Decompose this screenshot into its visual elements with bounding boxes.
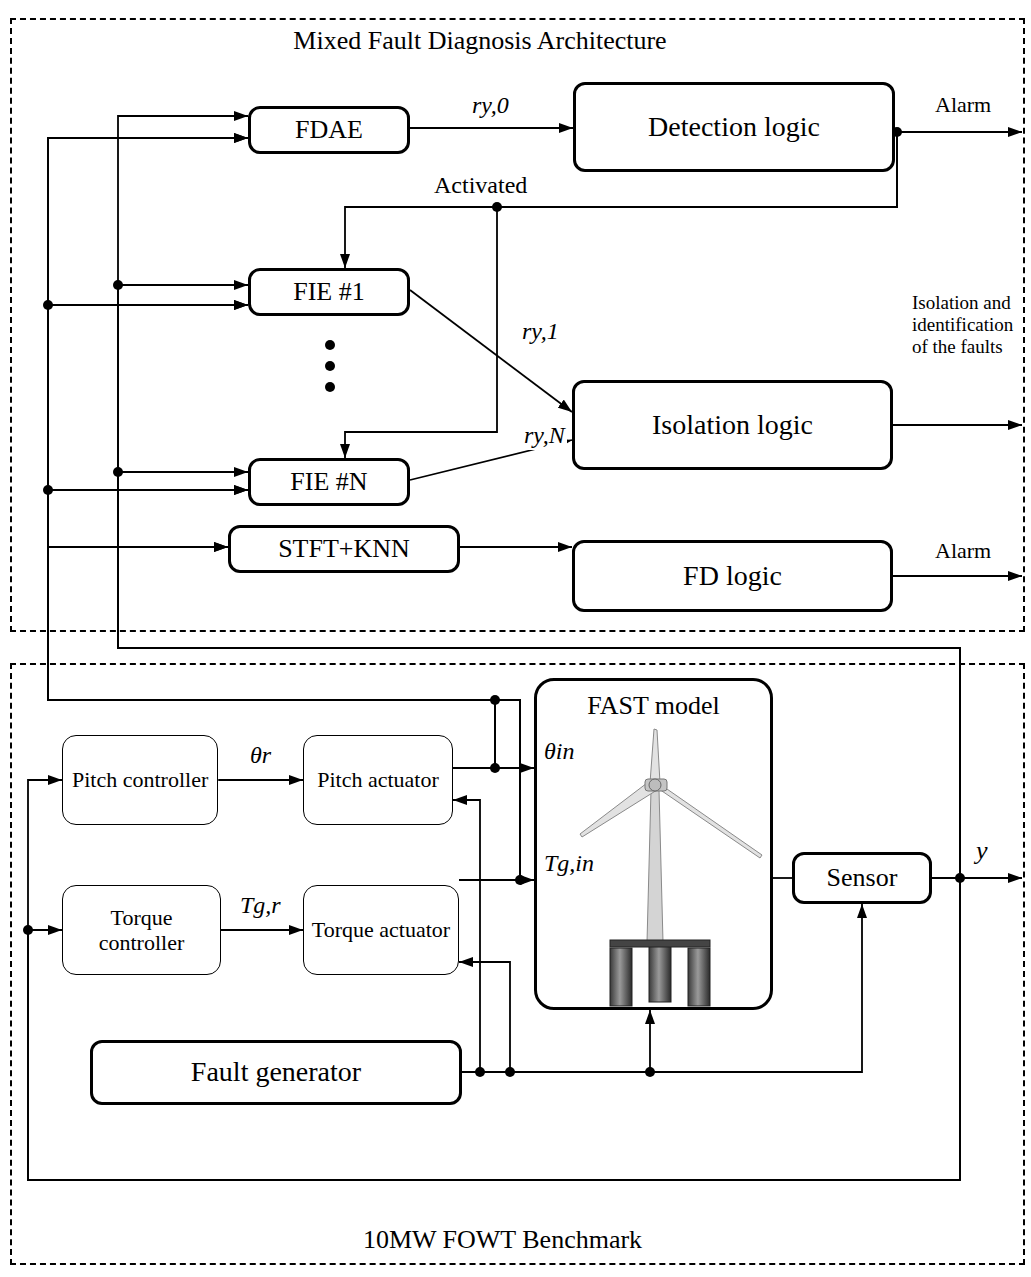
ellipsis-dots: [325, 382, 335, 392]
floating-platform: [610, 948, 632, 1006]
box-label: Fault generator: [191, 1056, 361, 1088]
signal-name: Tg,r: [238, 892, 283, 920]
signal-connector: [459, 962, 510, 1072]
box-label: FAST model: [587, 691, 720, 721]
group-frame: Mixed Fault Diagnosis ArchitectureFDAE De…: [10, 18, 1025, 632]
ellipsis-dots: [325, 361, 335, 371]
process-box: Torque actuator: [303, 885, 459, 975]
junction-dot: [23, 127, 965, 1077]
process-box: Torque controller: [62, 885, 221, 975]
output-wire: [893, 424, 1022, 426]
signal-connector: [462, 904, 862, 1072]
box-label: Sensor: [827, 863, 898, 893]
box-label: FIE #1: [293, 277, 365, 307]
box-label: STFT+KNN: [278, 534, 410, 564]
process-box: FDAE: [248, 106, 410, 154]
process-box: Isolation logic: [572, 380, 893, 470]
group-title: 10MW FOWT Benchmark: [12, 1225, 993, 1255]
signal-connector: [118, 472, 960, 878]
floating-platform: [649, 946, 671, 1002]
signal-name: Tg,in: [542, 850, 596, 878]
wind-turbine: [645, 779, 667, 791]
wind-turbine: [654, 780, 762, 858]
process-box: Fault generator: [90, 1040, 462, 1105]
signal-name: ry,1: [520, 318, 561, 346]
signal-connector: [118, 116, 960, 878]
output-wire: [893, 132, 1022, 878]
process-box: Pitch actuator: [303, 735, 453, 825]
signal-name: θin: [542, 738, 576, 766]
box-label: FDAE: [295, 115, 363, 145]
signal-connector: [345, 132, 897, 458]
signal-connector: [218, 779, 303, 781]
floating-platform: [610, 940, 710, 1006]
signal-name: θr: [248, 742, 273, 770]
process-box: FIE #1: [248, 268, 410, 316]
signal-connector: [28, 780, 960, 1180]
output-wire: [893, 131, 1022, 133]
box-label: Pitch controller: [72, 767, 208, 792]
group-title: Mixed Fault Diagnosis Architecture: [12, 26, 948, 56]
floating-platform: [610, 940, 710, 947]
process-box: Detection logic: [573, 82, 895, 172]
ellipsis-dots: [325, 340, 335, 392]
signal-connector: [453, 800, 480, 1072]
process-box: Pitch controller: [62, 735, 218, 825]
signal-connector: [48, 138, 495, 768]
signal-connector: [773, 877, 792, 879]
signal-connector: [28, 878, 960, 1180]
signal-connector: [48, 490, 495, 768]
output-wire: [893, 575, 1022, 577]
wind-turbine: [647, 790, 663, 942]
process-box: STFT+KNN: [228, 525, 460, 573]
box-label: FIE #N: [290, 467, 367, 497]
process-box: FD logic: [572, 540, 893, 612]
signal-connector: [410, 127, 573, 129]
output-wire: [960, 877, 1022, 879]
process-box: FIE #N: [248, 458, 410, 506]
signal-connector: [118, 285, 960, 878]
output-label: Isolation and identification of the faul…: [912, 292, 1025, 358]
edge-label: Activated: [432, 172, 529, 200]
signal-connector: [221, 929, 303, 931]
output-label: Alarm: [935, 92, 991, 117]
signal-name: y: [976, 836, 988, 866]
output-label: Alarm: [935, 538, 991, 563]
model-box: FAST model: [534, 678, 773, 1010]
signal-name: ry,0: [470, 92, 511, 120]
signal-connector: [460, 546, 572, 548]
ellipsis-dots: [325, 340, 335, 350]
box-label: Torque actuator: [312, 917, 450, 942]
signal-connector: [462, 1010, 650, 1072]
box-label: Detection logic: [648, 111, 820, 143]
process-box: Sensor: [792, 852, 932, 904]
group-frame: 10MW FOWT Benchmark Pitch controller Pitch…: [10, 663, 1025, 1265]
box-label: Isolation logic: [652, 409, 813, 441]
wind-turbine: [580, 729, 762, 942]
signal-name: ry,N: [522, 422, 567, 450]
signal-connector: [48, 305, 495, 768]
box-label: FD logic: [683, 560, 782, 592]
box-label: Pitch actuator: [317, 767, 439, 792]
box-label: Torque controller: [69, 905, 214, 956]
wind-turbine: [650, 729, 660, 783]
signal-connector: [345, 132, 897, 268]
signal-connector: [410, 290, 572, 412]
wind-turbine: [649, 779, 661, 791]
floating-platform: [688, 948, 710, 1006]
